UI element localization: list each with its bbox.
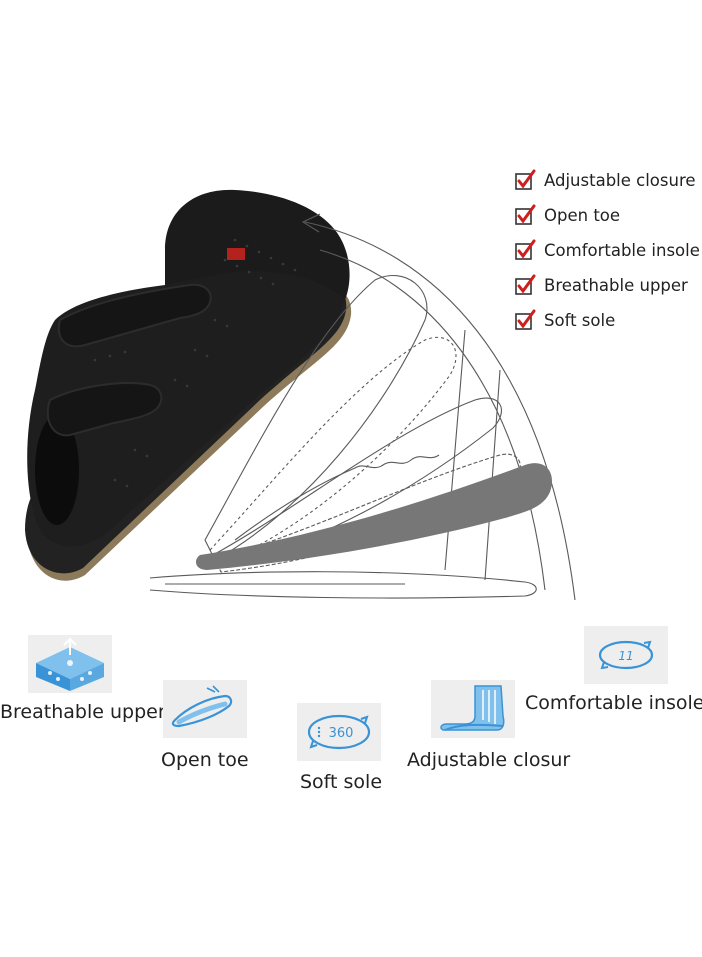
checklist-item: Breathable upper bbox=[514, 271, 688, 299]
checklist-item: Soft sole bbox=[514, 306, 615, 334]
rotation-360-icon: 360 bbox=[307, 714, 371, 750]
flex-guide-2 bbox=[484, 369, 501, 581]
open-toe-tile bbox=[163, 680, 247, 738]
soft-sole-tile: 360 bbox=[297, 703, 381, 761]
feature-label: Breathable upper bbox=[0, 701, 166, 723]
flex-sole-wave bbox=[234, 454, 440, 541]
checklist-item-label: Soft sole bbox=[544, 310, 616, 330]
shoe-open-toe bbox=[35, 415, 79, 525]
checklist-item-label: Comfortable insole bbox=[544, 240, 700, 260]
flex-arc-arrowhead bbox=[301, 213, 321, 233]
shoe-mesh-texture bbox=[93, 238, 297, 488]
shoe-brand-tag bbox=[227, 248, 245, 260]
flex-arc-inner bbox=[319, 249, 546, 591]
checklist-item-label: Open toe bbox=[544, 205, 621, 225]
flex-sole-flat bbox=[149, 571, 537, 599]
checkbox-checked-icon bbox=[515, 274, 536, 295]
checkbox-checked-icon bbox=[515, 309, 536, 330]
flex-sole-2 bbox=[209, 336, 457, 566]
feature-label: Open toe bbox=[161, 749, 249, 771]
svg-text:360: 360 bbox=[329, 726, 354, 741]
checklist-item: Adjustable closure bbox=[514, 166, 696, 194]
feature-label: Comfortable insole bbox=[525, 692, 702, 714]
svg-text:11: 11 bbox=[618, 649, 633, 663]
checklist-item: Open toe bbox=[514, 201, 620, 229]
adjustable-closure-tile bbox=[431, 680, 515, 738]
shoe-photo bbox=[25, 189, 352, 581]
flex-sole-1 bbox=[204, 275, 428, 561]
flex-insole-solid bbox=[195, 463, 553, 570]
sole-flex-diagram bbox=[149, 213, 576, 601]
comfortable-insole-tile: 11 bbox=[584, 626, 668, 684]
foot-support-icon bbox=[440, 685, 505, 731]
checklist-item-label: Adjustable closure bbox=[544, 170, 696, 190]
breathable-mesh-icon bbox=[36, 637, 104, 691]
checklist-item: Comfortable insole bbox=[514, 236, 700, 264]
shoe-strap-top bbox=[57, 283, 212, 348]
checkbox-checked-icon bbox=[515, 204, 536, 225]
flex-guide-1 bbox=[444, 329, 466, 571]
checklist-item-label: Breathable upper bbox=[544, 275, 688, 295]
checkbox-checked-icon bbox=[515, 169, 536, 190]
open-toe-icon bbox=[171, 685, 233, 728]
feature-label: Soft sole bbox=[300, 771, 383, 793]
flex-arc-outer bbox=[304, 221, 576, 601]
shoe-strap-bottom bbox=[46, 382, 163, 437]
checkbox-checked-icon bbox=[515, 239, 536, 260]
feature-label: Adjustable closur bbox=[407, 749, 571, 771]
breathable-upper-tile bbox=[28, 635, 112, 693]
rotation-icon: 11 bbox=[598, 640, 654, 670]
